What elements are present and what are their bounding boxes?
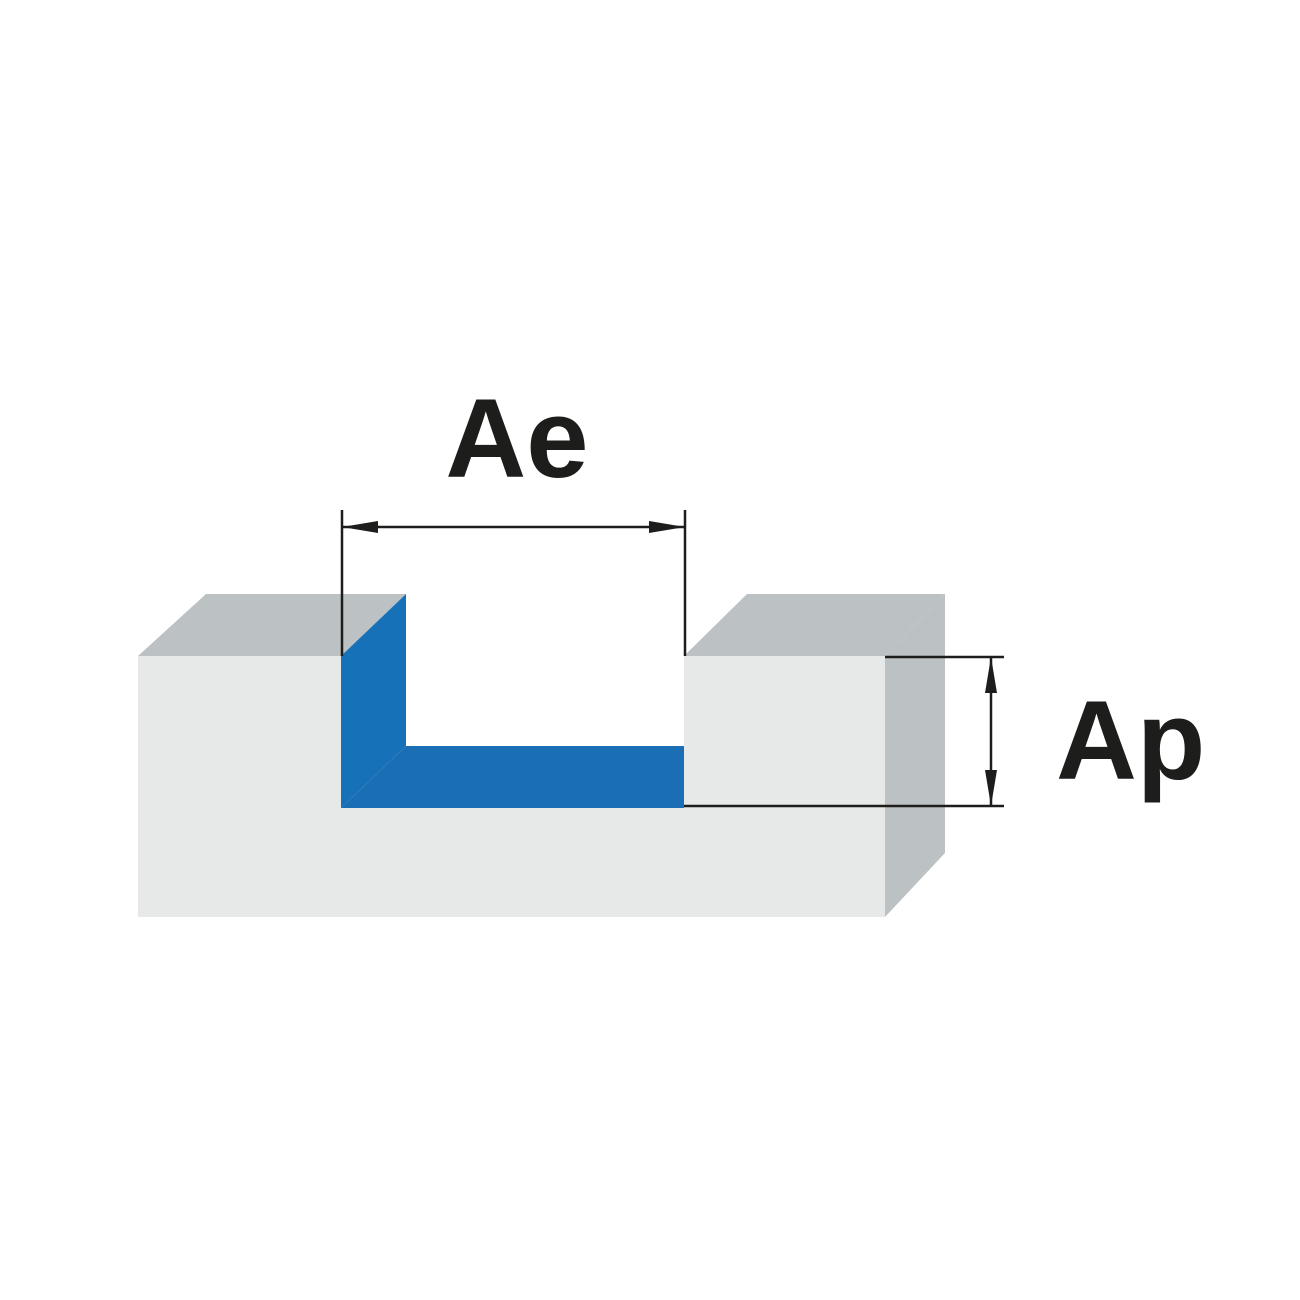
workpiece-top-left-face xyxy=(138,594,406,656)
cut-floor xyxy=(341,746,684,808)
workpiece-side-face xyxy=(885,594,945,917)
ap-label: Ap xyxy=(1056,678,1205,803)
ap-dimension xyxy=(684,655,1004,808)
cut-area xyxy=(341,594,684,808)
workpiece-top-right-face xyxy=(684,594,945,656)
cut-wall xyxy=(341,594,406,808)
ae-dimension xyxy=(340,510,687,656)
ae-arrow-left xyxy=(342,521,378,533)
ap-arrow-top xyxy=(985,657,997,693)
ae-arrow-right xyxy=(649,521,685,533)
ae-label: Ae xyxy=(445,376,588,501)
ap-arrow-bottom xyxy=(985,770,997,806)
workpiece-front-face xyxy=(138,656,885,917)
workpiece xyxy=(138,594,945,917)
